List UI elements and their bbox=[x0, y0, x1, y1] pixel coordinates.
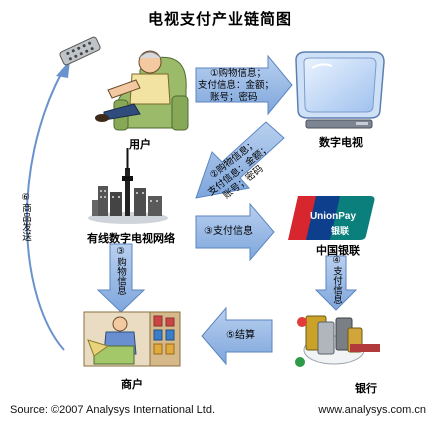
step6-label: ⑥商品发送 bbox=[20, 192, 31, 244]
tv-label: 数字电视 bbox=[319, 136, 363, 149]
step3b-text: ③购物信息 bbox=[115, 246, 126, 295]
arrow-user-to-tv bbox=[195, 54, 293, 116]
arrow-unionpay-to-bank bbox=[314, 255, 358, 311]
step1-line3: 账号；密码 bbox=[210, 92, 258, 103]
source-footer: Source: ©2007 Analysys International Ltd… bbox=[10, 404, 216, 416]
website-footer: www.analysys.com.cn bbox=[318, 404, 426, 416]
unionpay-logo: UnionPay 银联 bbox=[288, 196, 375, 240]
cable-network-label: 有线数字电视网络 bbox=[87, 232, 175, 245]
cable-network-illustration bbox=[88, 148, 168, 224]
arrow-cable-to-unionpay bbox=[195, 202, 275, 262]
step3-label: ③支付信息 bbox=[204, 226, 253, 237]
bank-label: 银行 bbox=[355, 382, 377, 395]
step1-line1: ①购物信息； bbox=[210, 68, 267, 79]
step3b-label: ③购物信息 bbox=[115, 246, 126, 298]
goods-delivery-curve bbox=[25, 71, 65, 351]
unionpay-cn-text: 银联 bbox=[331, 225, 350, 237]
arrow-tv-to-cable bbox=[195, 121, 285, 199]
step6-text: ⑥商品发送 bbox=[20, 192, 31, 241]
user-label: 用户 bbox=[129, 138, 151, 151]
user-illustration bbox=[59, 36, 189, 131]
bank-illustration bbox=[295, 315, 380, 367]
step4-label: ④支付信息 bbox=[331, 255, 342, 307]
merchant-illustration bbox=[83, 311, 181, 367]
unionpay-brand-text: UnionPay bbox=[310, 211, 357, 222]
merchant-label: 商户 bbox=[121, 378, 143, 391]
unionpay-label: 中国银联 bbox=[316, 244, 360, 257]
step4-text: ④支付信息 bbox=[331, 255, 342, 304]
arrow-cable-to-merchant bbox=[96, 243, 146, 313]
arrow-bank-to-merchant bbox=[201, 306, 273, 366]
step5-label: ⑤结算 bbox=[226, 330, 255, 341]
step1-line2: 支付信息：金额； bbox=[198, 80, 275, 91]
tv-illustration bbox=[295, 51, 385, 129]
diagram-title: 电视支付产业链简图 bbox=[147, 10, 292, 28]
